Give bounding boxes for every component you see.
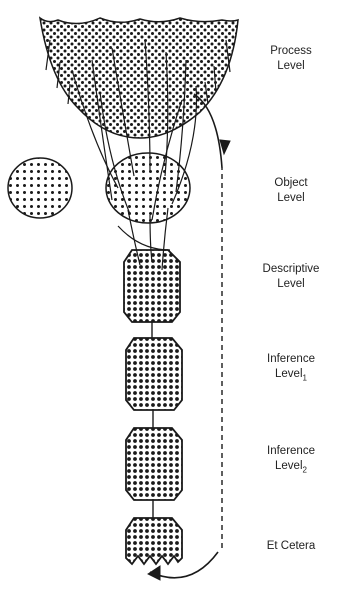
- process-level-label-line2: Level: [246, 59, 336, 74]
- etcetera-level-shape: [126, 518, 182, 564]
- inference2-level-label-line2: Level2: [246, 459, 336, 474]
- inference1-level-label-line1: Inference: [246, 352, 336, 367]
- descriptive-level-shape: [124, 250, 180, 322]
- inference1-level-label-line2: Level1: [246, 367, 336, 382]
- object-level-shape: [106, 153, 190, 223]
- etcetera-level-label-line1: Et Cetera: [246, 539, 336, 554]
- inference2-level-label-line1: Inference: [246, 444, 336, 459]
- object-level-label-line2: Level: [246, 191, 336, 206]
- process-level-label: Process Level: [246, 44, 336, 74]
- descriptive-level-label-line2: Level: [246, 277, 336, 292]
- inference2-level-subscript: 2: [303, 465, 307, 474]
- inference1-level-subscript: 1: [303, 373, 307, 382]
- descriptive-level-label-line1: Descriptive: [246, 262, 336, 277]
- process-level-shape: [40, 18, 238, 138]
- inference1-level-label-word: Level: [275, 368, 303, 380]
- object-level-label: Object Level: [246, 176, 336, 206]
- inference2-level-shape: [126, 428, 182, 500]
- inference1-level-shape: [126, 338, 182, 410]
- object-level-label-line1: Object: [246, 176, 336, 191]
- isolated-object-circle: [8, 158, 72, 218]
- process-level-label-line1: Process: [246, 44, 336, 59]
- inference1-level-label: Inference Level1: [246, 352, 336, 382]
- descriptive-level-label: Descriptive Level: [246, 262, 336, 292]
- inference2-level-label-word: Level: [275, 460, 303, 472]
- etcetera-level-label: Et Cetera: [246, 539, 336, 554]
- inference2-level-label: Inference Level2: [246, 444, 336, 474]
